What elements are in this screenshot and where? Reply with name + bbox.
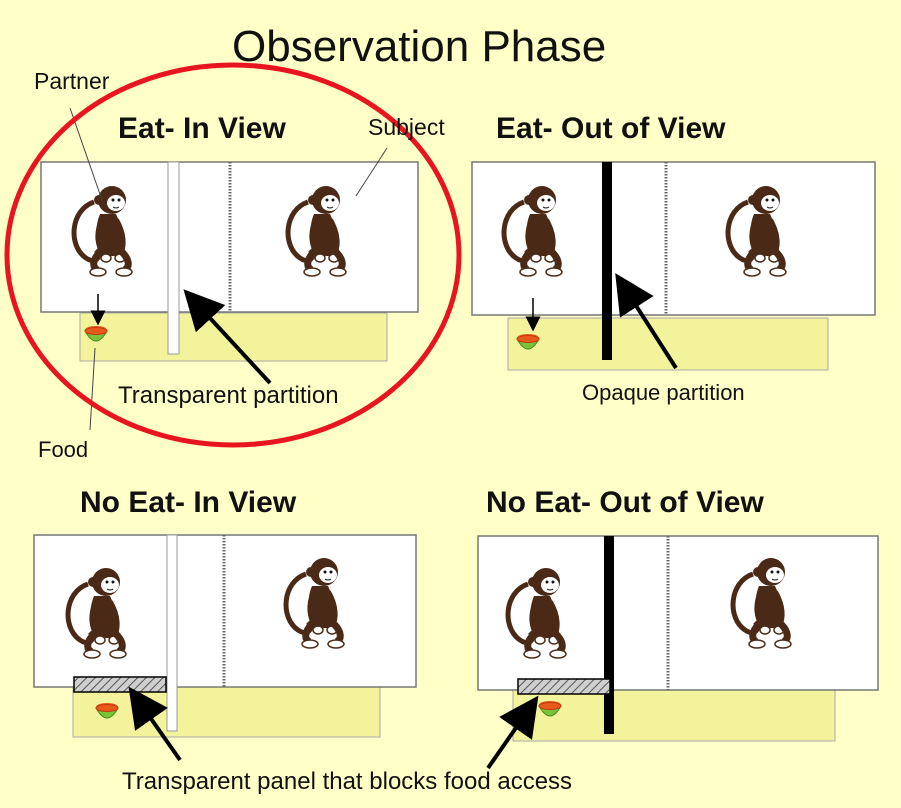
blocking-panel — [73, 676, 167, 693]
opaque-partition — [604, 536, 614, 734]
partner-label: Partner — [34, 68, 110, 94]
panel-arrow — [128, 686, 182, 762]
page-title: Observation Phase — [232, 22, 607, 71]
transparent-partition — [166, 534, 178, 732]
highlight-circle — [4, 62, 462, 448]
panel-arrow — [486, 695, 539, 770]
panel-title-no-eat-out-of-view: No Eat- Out of View — [486, 486, 764, 519]
food-pointer — [89, 347, 96, 431]
panel-title-no-eat-in-view: No Eat- In View — [80, 486, 297, 519]
panel-eat-out-of-view — [471, 161, 876, 371]
food-area — [72, 685, 381, 738]
panel-title-eat-out-of-view: Eat- Out of View — [496, 112, 726, 145]
blocking-panel — [517, 678, 611, 695]
subject-label: Subject — [368, 114, 445, 140]
transparent-partition-label: Transparent partition — [118, 382, 339, 409]
opaque-partition-label: Opaque partition — [582, 380, 745, 405]
food-label: Food — [38, 437, 89, 462]
food-area — [507, 317, 829, 371]
blocking-panel-label: Transparent panel that blocks food acces… — [122, 768, 573, 795]
panel-eat-in-view — [40, 107, 419, 431]
subject-pointer — [355, 147, 388, 197]
panel-no-eat-out-of-view — [477, 535, 879, 770]
panel-no-eat-in-view — [33, 534, 417, 762]
food-area — [79, 312, 388, 362]
food-area — [512, 689, 836, 742]
partition-arrow — [615, 273, 678, 370]
partner-pointer — [69, 107, 103, 201]
transparent-partition — [167, 161, 180, 355]
partition-arrow — [183, 289, 272, 385]
panel-title-eat-in-view: Eat- In View — [118, 112, 286, 145]
opaque-partition — [602, 162, 612, 360]
